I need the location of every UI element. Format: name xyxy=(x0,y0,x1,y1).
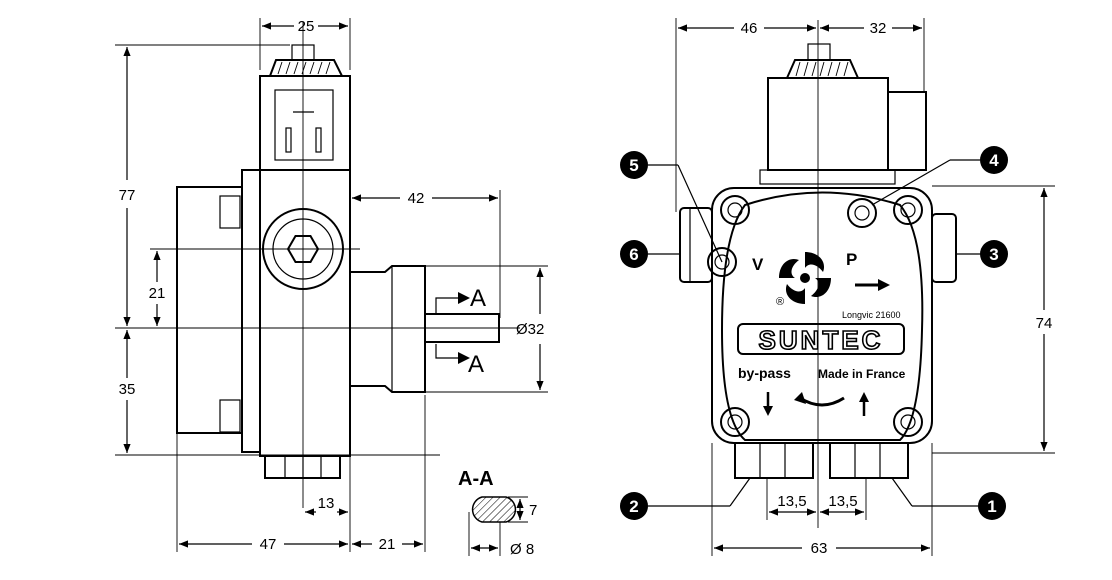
suntec-logo-icon xyxy=(779,252,831,304)
dim-height: 74 xyxy=(1036,315,1053,332)
registered-mark: ® xyxy=(776,296,784,308)
front-solenoid-nut xyxy=(785,59,860,79)
right-front-view: V P ® Longvic 21600 SUNTEC by-pass Made … xyxy=(620,18,1055,557)
connector-plug xyxy=(274,89,334,161)
section-flat-dim: 7 xyxy=(529,502,537,519)
dim-shaft-diameter: Ø32 xyxy=(516,321,544,338)
front-top-screw xyxy=(807,43,831,61)
main-body xyxy=(259,169,351,457)
bottom-port-left xyxy=(734,442,814,479)
dim-top-left: 46 xyxy=(741,20,758,37)
callout-number-5: 5 xyxy=(629,156,638,175)
shaft-cross-section xyxy=(471,496,517,523)
dim-overall-height: 77 xyxy=(119,187,136,204)
pump-body xyxy=(711,187,933,444)
solenoid-nut xyxy=(268,59,344,77)
dim-top-right: 32 xyxy=(870,20,887,37)
dim-port-offset: 21 xyxy=(149,285,166,302)
side-port-left xyxy=(679,207,713,283)
plug-pin-right xyxy=(315,127,322,153)
section-marker-top: A xyxy=(470,285,486,312)
dim-top-width: 25 xyxy=(298,18,315,35)
brand-name: SUNTEC xyxy=(759,325,884,355)
made-in-text: Made in France xyxy=(818,367,906,381)
vacuum-gauge-port xyxy=(707,247,737,277)
callout-badge-2: 2 xyxy=(620,492,648,520)
plate-p-label: P xyxy=(846,250,857,269)
cover-screws xyxy=(720,195,923,437)
section-marker-bottom: A xyxy=(468,351,484,378)
front-solenoid-coil xyxy=(767,77,889,171)
dim-shaft-extension: 21 xyxy=(379,536,396,553)
plug-pin-left xyxy=(285,127,292,153)
rear-boss-top xyxy=(219,195,241,229)
dim-port-spacing-left: 13,5 xyxy=(777,493,806,510)
brand-badge xyxy=(737,323,905,355)
callout-number-2: 2 xyxy=(629,497,638,516)
callout-badge-5: 5 xyxy=(620,151,648,179)
callout-number-3: 3 xyxy=(989,245,998,264)
section-title: A-A xyxy=(458,468,494,490)
dim-base-width: 63 xyxy=(811,540,828,557)
bypass-text: by-pass xyxy=(738,365,791,381)
dim-shaft-length: 42 xyxy=(408,190,425,207)
section-aa: A-A 7 Ø 8 xyxy=(458,468,537,558)
cover-plate xyxy=(720,191,924,441)
rear-boss-bottom xyxy=(219,399,241,433)
callout-leaders xyxy=(648,159,980,507)
plate-v-label: V xyxy=(752,255,764,274)
callout-badge-1: 1 xyxy=(978,492,1006,520)
section-diameter-dim: Ø 8 xyxy=(510,541,534,558)
callout-badge-3: 3 xyxy=(980,240,1008,268)
rotation-arrow-icon xyxy=(763,392,869,416)
callout-badge-6: 6 xyxy=(620,240,648,268)
callout-number-6: 6 xyxy=(629,245,638,264)
left-side-view: A A 25 77 21 35 42 Ø32 xyxy=(115,18,548,553)
plate-city-text: Longvic 21600 xyxy=(842,310,901,320)
dim-port-spacing-right: 13,5 xyxy=(828,493,857,510)
callout-number-4: 4 xyxy=(989,151,999,170)
front-solenoid-connector xyxy=(887,91,927,171)
callout-number-1: 1 xyxy=(987,497,996,516)
rear-housing xyxy=(176,186,243,434)
flange xyxy=(241,169,261,453)
dim-lower-height: 35 xyxy=(119,381,136,398)
flow-arrow-right-icon xyxy=(855,279,890,291)
solenoid-base xyxy=(759,169,896,185)
bottom-port-right xyxy=(829,442,909,479)
shaft-housing xyxy=(349,265,426,393)
dim-bottom-offset: 13 xyxy=(318,495,335,512)
dim-body-width: 47 xyxy=(260,536,277,553)
side-port-right xyxy=(931,213,957,283)
callout-badge-4: 4 xyxy=(980,146,1008,174)
pressure-gauge-port xyxy=(847,198,877,228)
